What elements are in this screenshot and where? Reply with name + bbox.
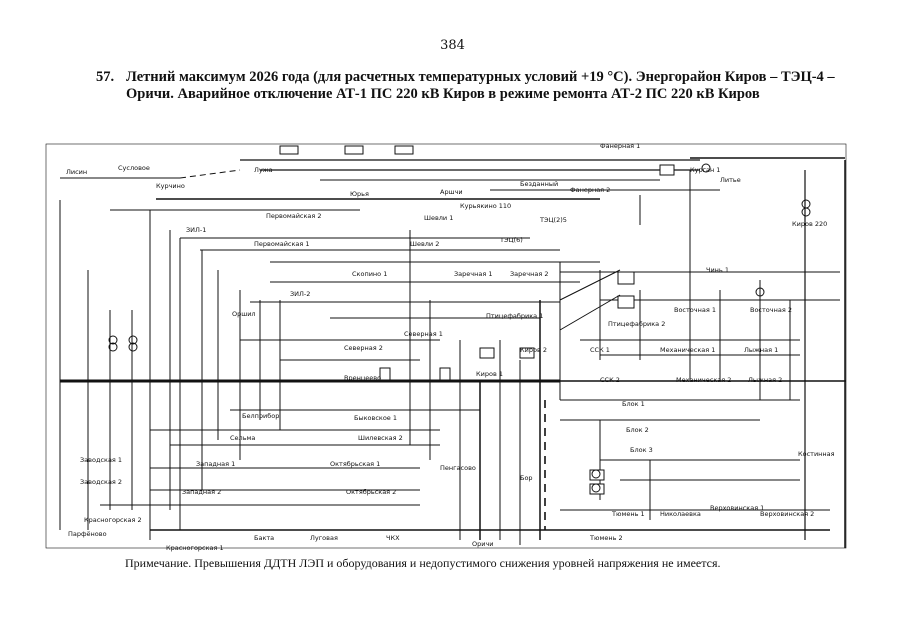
label-lyzhnaya2: Лыжная 2 [748, 376, 782, 384]
transformer-symbol-3 [128, 335, 138, 345]
label-bezdonny: Безданный [520, 180, 558, 188]
label-kurgan: Курган 1 [690, 166, 720, 174]
label-tyumen1: Тюмень 1 [611, 510, 645, 518]
footnote: Примечание. Превышения ДДТН ЛЭП и оборуд… [125, 556, 721, 570]
label-zavodskaya1: Заводская 1 [80, 456, 122, 464]
label-zavodskaya2: Заводская 2 [80, 478, 122, 486]
label-pengasovo: Пенгасово [440, 464, 476, 472]
label-orsha: Оршил [232, 310, 256, 318]
label-vostochnaya1: Восточная 1 [674, 306, 716, 314]
label-mekh1: Механическая 1 [660, 346, 715, 354]
label-arshchi: Аршчи [440, 188, 463, 196]
transformer-symbol-2 [108, 342, 118, 352]
label-shiliev: Шилевская 2 [358, 434, 403, 442]
label-suslovo: Сусловое [118, 164, 150, 172]
label-ssk1: ССК 1 [590, 346, 610, 354]
label-luzha: Лужа [254, 166, 273, 174]
page-number: 384 [440, 38, 465, 53]
label-kirov1: Киров 1 [476, 370, 503, 378]
substation-sk62 [617, 295, 635, 309]
label-oktyabr2: Октябрьская 2 [346, 488, 396, 496]
label-faner: Фанерная 1 [600, 142, 640, 150]
diagram-frame [45, 143, 847, 549]
label-bor: Бор [520, 474, 533, 482]
label-tec4-1: ТЭЦ(2)5 [539, 216, 567, 224]
label-shevli1: Шевли 1 [424, 214, 453, 222]
label-ssk2: ССК 2 [600, 376, 620, 384]
label-mekh2: Механическая 2 [676, 376, 731, 384]
label-selma: Сельма [230, 434, 255, 442]
label-lytoe: Литье [720, 176, 741, 184]
label-verkhoshinka2: Верховинская 2 [760, 510, 814, 518]
label-pervomayskaya2: Первомайская 2 [266, 212, 322, 220]
caption-number: 57. [96, 69, 115, 85]
label-tec4-2: ТЭЦ(6) [499, 236, 523, 244]
label-zarech1: Заречная 1 [454, 270, 492, 278]
diag-1 [559, 269, 621, 301]
label-blok3: Блок 3 [630, 446, 653, 454]
substation-ssh [394, 145, 414, 155]
label-zil2: ЗИЛ-2 [290, 290, 310, 298]
label-tyumen2: Тюмень 2 [589, 534, 623, 542]
label-sevrnaya2: Северная 2 [344, 344, 383, 352]
label-zarech2: Заречная 2 [510, 270, 548, 278]
label-kostinnaya: Костинная [798, 450, 835, 458]
transformer-symbol-5 [701, 163, 711, 173]
substation-kirov1 [479, 347, 495, 359]
label-ptice2: Птицефабрика 2 [608, 320, 665, 328]
label-lyzhnaya1: Лыжная 1 [744, 346, 778, 354]
label-blok1: Блок 1 [622, 400, 645, 408]
label-krasnogorsk1: Красногорская 1 [166, 544, 224, 552]
label-kirov220: Киров 220 [792, 220, 827, 228]
label-zapadnaya1: Западная 1 [196, 460, 235, 468]
transformer-symbol-6 [801, 199, 811, 209]
label-shevli2: Шевли 2 [410, 240, 439, 248]
label-kirov2: Киров 2 [520, 346, 547, 354]
label-sevrnaya: Северная 1 [404, 330, 443, 338]
label-pavlovo: Пaрфёново [68, 530, 107, 538]
label-verkhoshinka1: Верховинская 1 [710, 504, 764, 512]
label-skopino: Скопино 1 [352, 270, 387, 278]
label-blok2: Блок 2 [626, 426, 649, 434]
label-chkh: ЧКХ [386, 534, 400, 542]
label-kurjakino: Курьякино 110 [460, 202, 511, 210]
caption: 57. Летний максимум 2026 года (для расче… [96, 69, 856, 103]
transformer-symbol-1 [108, 335, 118, 345]
substation-kirov2 [519, 347, 535, 359]
caption-text: Летний максимум 2026 года (для расчетных… [126, 69, 835, 102]
label-zil: ЗИЛ-1 [186, 226, 206, 234]
label-krasnogorsk2: Красногорская 2 [84, 516, 142, 524]
label-sekta: Бакта [254, 534, 274, 542]
substation-vrenceevo [439, 367, 451, 381]
label-bykov: Быковское 1 [354, 414, 397, 422]
transformer-symbol-8 [591, 469, 601, 479]
label-orichi: Оричи [472, 540, 494, 548]
label-yurya: Юрья [350, 190, 369, 198]
substation-lisin [659, 164, 675, 176]
label-lisin: Лисин [66, 168, 87, 176]
label-vrenceevo: Вренцеево [344, 374, 381, 382]
label-ptice1: Птицефабрика 1 [486, 312, 543, 320]
label-oktyabr1: Октябрьская 1 [330, 460, 380, 468]
substation-bskh [344, 145, 364, 155]
label-lugovaya: Луговая [310, 534, 338, 542]
substation-sk61 [617, 271, 635, 285]
transformer-symbol-10 [755, 287, 765, 297]
diag-2 [559, 294, 621, 331]
label-cheny: Чинь 1 [706, 266, 729, 274]
label-zapadnaya2: Западная 2 [182, 488, 221, 496]
label-kurchino: Курчино [156, 182, 185, 190]
line-dashed-suslovo [179, 169, 241, 179]
transformer-symbol-7 [801, 207, 811, 217]
label-pervomayskaya1: Первомайская 1 [254, 240, 310, 248]
label-vostochnaya2: Восточная 2 [750, 306, 792, 314]
transformer-symbol-9 [591, 483, 601, 493]
label-faner2: Фанерная 2 [570, 186, 610, 194]
label-belpribor: Белприбор [242, 412, 279, 420]
substation-vrenceevo-2 [379, 367, 391, 381]
label-nikolaevka: Николаевка [660, 510, 701, 518]
transformer-symbol-4 [128, 342, 138, 352]
substation-bsk [279, 145, 299, 155]
